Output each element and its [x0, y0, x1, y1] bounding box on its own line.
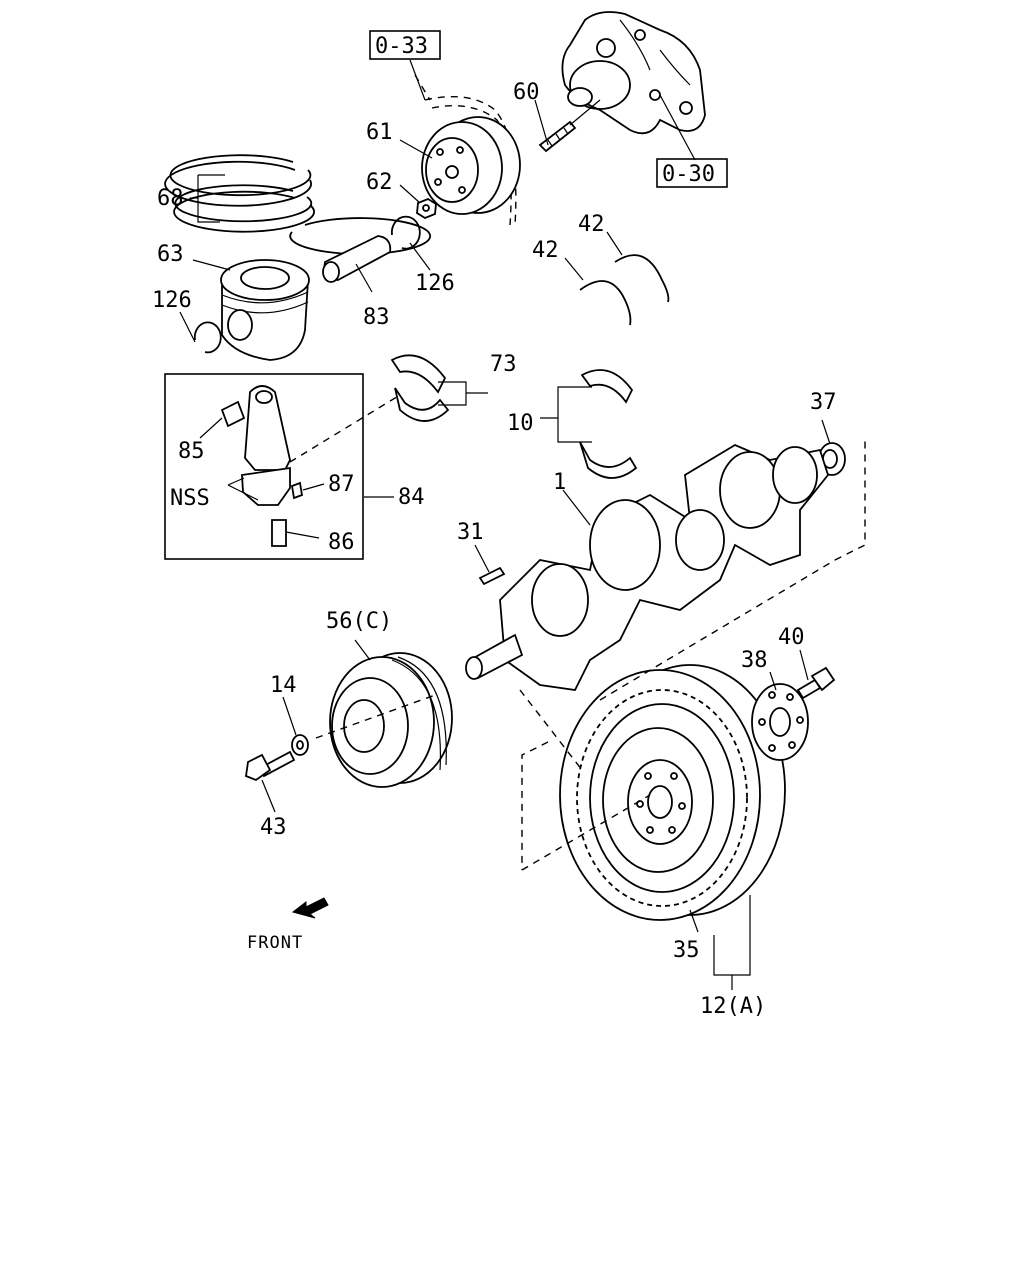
conrod-bearing-73 — [390, 354, 450, 422]
thrust-washer-42-a — [579, 280, 632, 326]
label-35: 35 — [673, 938, 700, 963]
connecting-rod — [220, 385, 304, 547]
piston-pin-83 — [322, 235, 392, 283]
leader-lines — [179, 59, 866, 990]
label-126-right: 126 — [415, 271, 455, 296]
bolt-43 — [245, 750, 296, 782]
label-87: 87 — [328, 472, 355, 497]
washer-14 — [291, 734, 309, 756]
stud-60 — [538, 120, 577, 153]
conrod-assembly-box — [164, 373, 364, 560]
label-68: 68 — [157, 186, 184, 211]
label-10: 10 — [507, 411, 534, 436]
label-12a: 12(A) — [700, 994, 766, 1019]
label-42-upper: 42 — [578, 212, 605, 237]
ref-label-0-30[interactable]: 0-30 — [662, 162, 715, 187]
thrust-washer-42-b — [614, 254, 670, 303]
crank-pulley-56c — [329, 652, 453, 788]
snap-ring-126-right — [390, 215, 421, 250]
snap-ring-126-left — [193, 321, 222, 354]
label-84: 84 — [398, 485, 425, 510]
damper-pulley-35 — [559, 664, 786, 921]
ref-box-0-33 — [369, 30, 441, 60]
front-label: FRONT — [247, 933, 303, 953]
label-37: 37 — [810, 390, 837, 415]
label-73: 73 — [490, 352, 517, 377]
label-126-left: 126 — [152, 288, 192, 313]
label-62: 62 — [366, 170, 393, 195]
fan-pulley-61 — [421, 116, 521, 215]
water-pump — [561, 11, 706, 135]
piston-rings-68 — [164, 154, 432, 255]
piston-63 — [220, 259, 310, 361]
crankshaft-1 — [465, 443, 830, 691]
label-61: 61 — [366, 120, 393, 145]
main-bearing-10 — [579, 369, 638, 479]
label-43: 43 — [260, 815, 287, 840]
label-63: 63 — [157, 242, 184, 267]
label-40: 40 — [778, 625, 805, 650]
ref-label-0-33[interactable]: 0-33 — [375, 34, 428, 59]
label-86: 86 — [328, 530, 355, 555]
label-56c: 56(C) — [326, 609, 392, 634]
part-labels: 60 61 62 68 63 126 126 83 42 42 73 10 37… — [152, 80, 837, 1019]
bolt-40 — [796, 666, 836, 700]
label-nss: NSS — [170, 486, 210, 511]
nut-62 — [416, 197, 437, 220]
front-arrow-icon — [291, 897, 329, 919]
label-14: 14 — [270, 673, 297, 698]
label-1: 1 — [553, 470, 566, 495]
plate-38 — [751, 683, 809, 761]
label-83: 83 — [363, 305, 390, 330]
label-42-lower: 42 — [532, 238, 559, 263]
label-31: 31 — [457, 520, 484, 545]
ref-box-0-30 — [656, 158, 728, 188]
label-60: 60 — [513, 80, 540, 105]
label-38: 38 — [741, 648, 768, 673]
label-85: 85 — [178, 439, 205, 464]
key-31 — [478, 566, 506, 586]
